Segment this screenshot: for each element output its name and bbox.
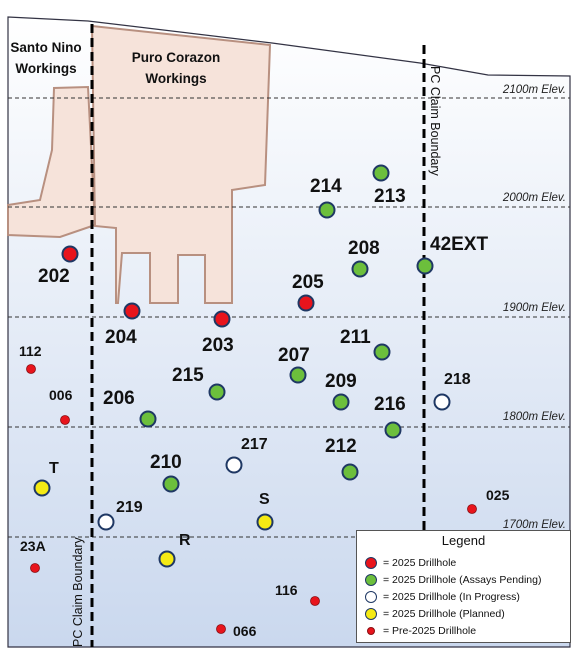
drillhole-212-marker xyxy=(341,463,359,481)
drillhole-214-marker xyxy=(318,201,336,219)
drillhole-213-marker xyxy=(372,164,390,182)
drillhole-s-marker xyxy=(256,513,274,531)
drillhole-215-marker xyxy=(208,383,226,401)
drillhole-207-label: 207 xyxy=(278,345,310,366)
drillhole-202-label: 202 xyxy=(38,266,70,287)
drillhole-066-label: 066 xyxy=(233,623,257,639)
drillhole-209-marker xyxy=(332,393,350,411)
drillhole-214-label: 214 xyxy=(310,176,342,197)
drillhole-216-label: 216 xyxy=(374,394,406,415)
legend-label: = 2025 Drillhole (Assays Pending) xyxy=(383,574,542,586)
drillhole-218-marker xyxy=(433,393,451,411)
santo-nino-label-line2: Workings xyxy=(15,61,76,76)
drillhole-208-marker xyxy=(351,260,369,278)
drillhole-203-label: 203 xyxy=(202,335,234,356)
legend-label: = 2025 Drillhole (In Progress) xyxy=(383,591,520,603)
drillhole-210-label: 210 xyxy=(150,452,182,473)
drillhole-205-label: 205 xyxy=(292,272,324,293)
small-red-circle-icon xyxy=(367,627,375,635)
drillhole-206-marker xyxy=(139,410,157,428)
drillhole-216-marker xyxy=(384,421,402,439)
drillhole-112-label: 112 xyxy=(19,343,42,359)
drillhole-112-marker xyxy=(26,364,36,374)
legend-item-2025-drillhole: = 2025 Drillhole xyxy=(365,555,456,571)
drillhole-23a-label: 23A xyxy=(20,538,46,554)
legend-label: = Pre-2025 Drillhole xyxy=(383,625,477,637)
drillhole-116-marker xyxy=(310,596,320,606)
drillhole-025-marker xyxy=(467,504,477,514)
drillhole-23a-marker xyxy=(30,563,40,573)
drillhole-205-marker xyxy=(297,294,315,312)
drillhole-066-marker xyxy=(216,624,226,634)
drillhole-204-marker xyxy=(123,302,141,320)
legend-item-pre-2025: = Pre-2025 Drillhole xyxy=(365,623,476,639)
drillhole-202-marker xyxy=(61,245,79,263)
santo-nino-workings-area xyxy=(7,85,97,239)
drillhole-206-label: 206 xyxy=(103,388,135,409)
puro-corazon-label-line2: Workings xyxy=(145,71,206,86)
yellow-circle-icon xyxy=(365,608,377,620)
drillhole-s-label: S xyxy=(259,491,270,508)
red-circle-icon xyxy=(365,557,377,569)
drillhole-025-label: 025 xyxy=(486,487,510,503)
claim-boundary-label-left: PC Claim Boundary xyxy=(71,536,85,647)
elevation-label-1900: 1900m Elev. xyxy=(503,302,566,314)
drillhole-217-label: 217 xyxy=(241,436,268,453)
drillhole-r-label: R xyxy=(179,532,191,549)
drillhole-211-label: 211 xyxy=(340,327,371,348)
drillhole-42ext-label: 42EXT xyxy=(430,234,488,255)
puro-corazon-workings-area xyxy=(90,24,272,304)
elevation-label-2100: 2100m Elev. xyxy=(502,84,566,96)
legend-box: Legend = 2025 Drillhole = 2025 Drillhole… xyxy=(356,530,571,643)
santo-nino-label-line1: Santo Nino xyxy=(10,40,81,55)
legend-label: = 2025 Drillhole (Planned) xyxy=(383,608,505,620)
drillhole-markers: 202 204 203 205 214 213 208 42EXT 211 207 209 215 20… xyxy=(19,164,510,639)
drillhole-r-marker xyxy=(158,550,176,568)
drillhole-t-marker xyxy=(33,479,51,497)
drillhole-203-marker xyxy=(213,310,231,328)
drillhole-209-label: 209 xyxy=(325,371,357,392)
legend-item-assays-pending: = 2025 Drillhole (Assays Pending) xyxy=(365,572,541,588)
drillhole-217-marker xyxy=(225,456,243,474)
elevation-label-1700: 1700m Elev. xyxy=(503,519,566,531)
elevation-label-1800: 1800m Elev. xyxy=(503,411,566,423)
puro-corazon-label-line1: Puro Corazon xyxy=(132,50,221,65)
drillhole-204-label: 204 xyxy=(105,327,137,348)
drillhole-t-label: T xyxy=(49,460,59,477)
elevation-lines xyxy=(8,97,570,538)
legend-item-in-progress: = 2025 Drillhole (In Progress) xyxy=(365,589,520,605)
drillhole-211-marker xyxy=(373,343,391,361)
drillhole-219-label: 219 xyxy=(116,499,143,516)
drillhole-116-label: 116 xyxy=(275,582,298,598)
drillhole-213-label: 213 xyxy=(374,186,406,207)
drillhole-212-label: 212 xyxy=(325,436,357,457)
drillhole-208-label: 208 xyxy=(348,238,380,259)
legend-label: = 2025 Drillhole xyxy=(383,557,457,569)
green-circle-icon xyxy=(365,574,377,586)
legend-title: Legend xyxy=(441,533,486,548)
hollow-circle-icon xyxy=(365,591,377,603)
drillhole-219-marker xyxy=(97,513,115,531)
drillhole-218-label: 218 xyxy=(444,371,471,388)
drillhole-215-label: 215 xyxy=(172,365,204,386)
drillhole-42ext-marker xyxy=(416,257,434,275)
drillhole-006-marker xyxy=(60,415,70,425)
elevation-label-2000: 2000m Elev. xyxy=(502,192,566,204)
drillhole-210-marker xyxy=(162,475,180,493)
drillhole-207-marker xyxy=(289,366,307,384)
drillhole-006-label: 006 xyxy=(49,387,73,403)
claim-boundary-label-right: PC Claim Boundary xyxy=(428,66,442,177)
legend-item-planned: = 2025 Drillhole (Planned) xyxy=(365,606,505,622)
